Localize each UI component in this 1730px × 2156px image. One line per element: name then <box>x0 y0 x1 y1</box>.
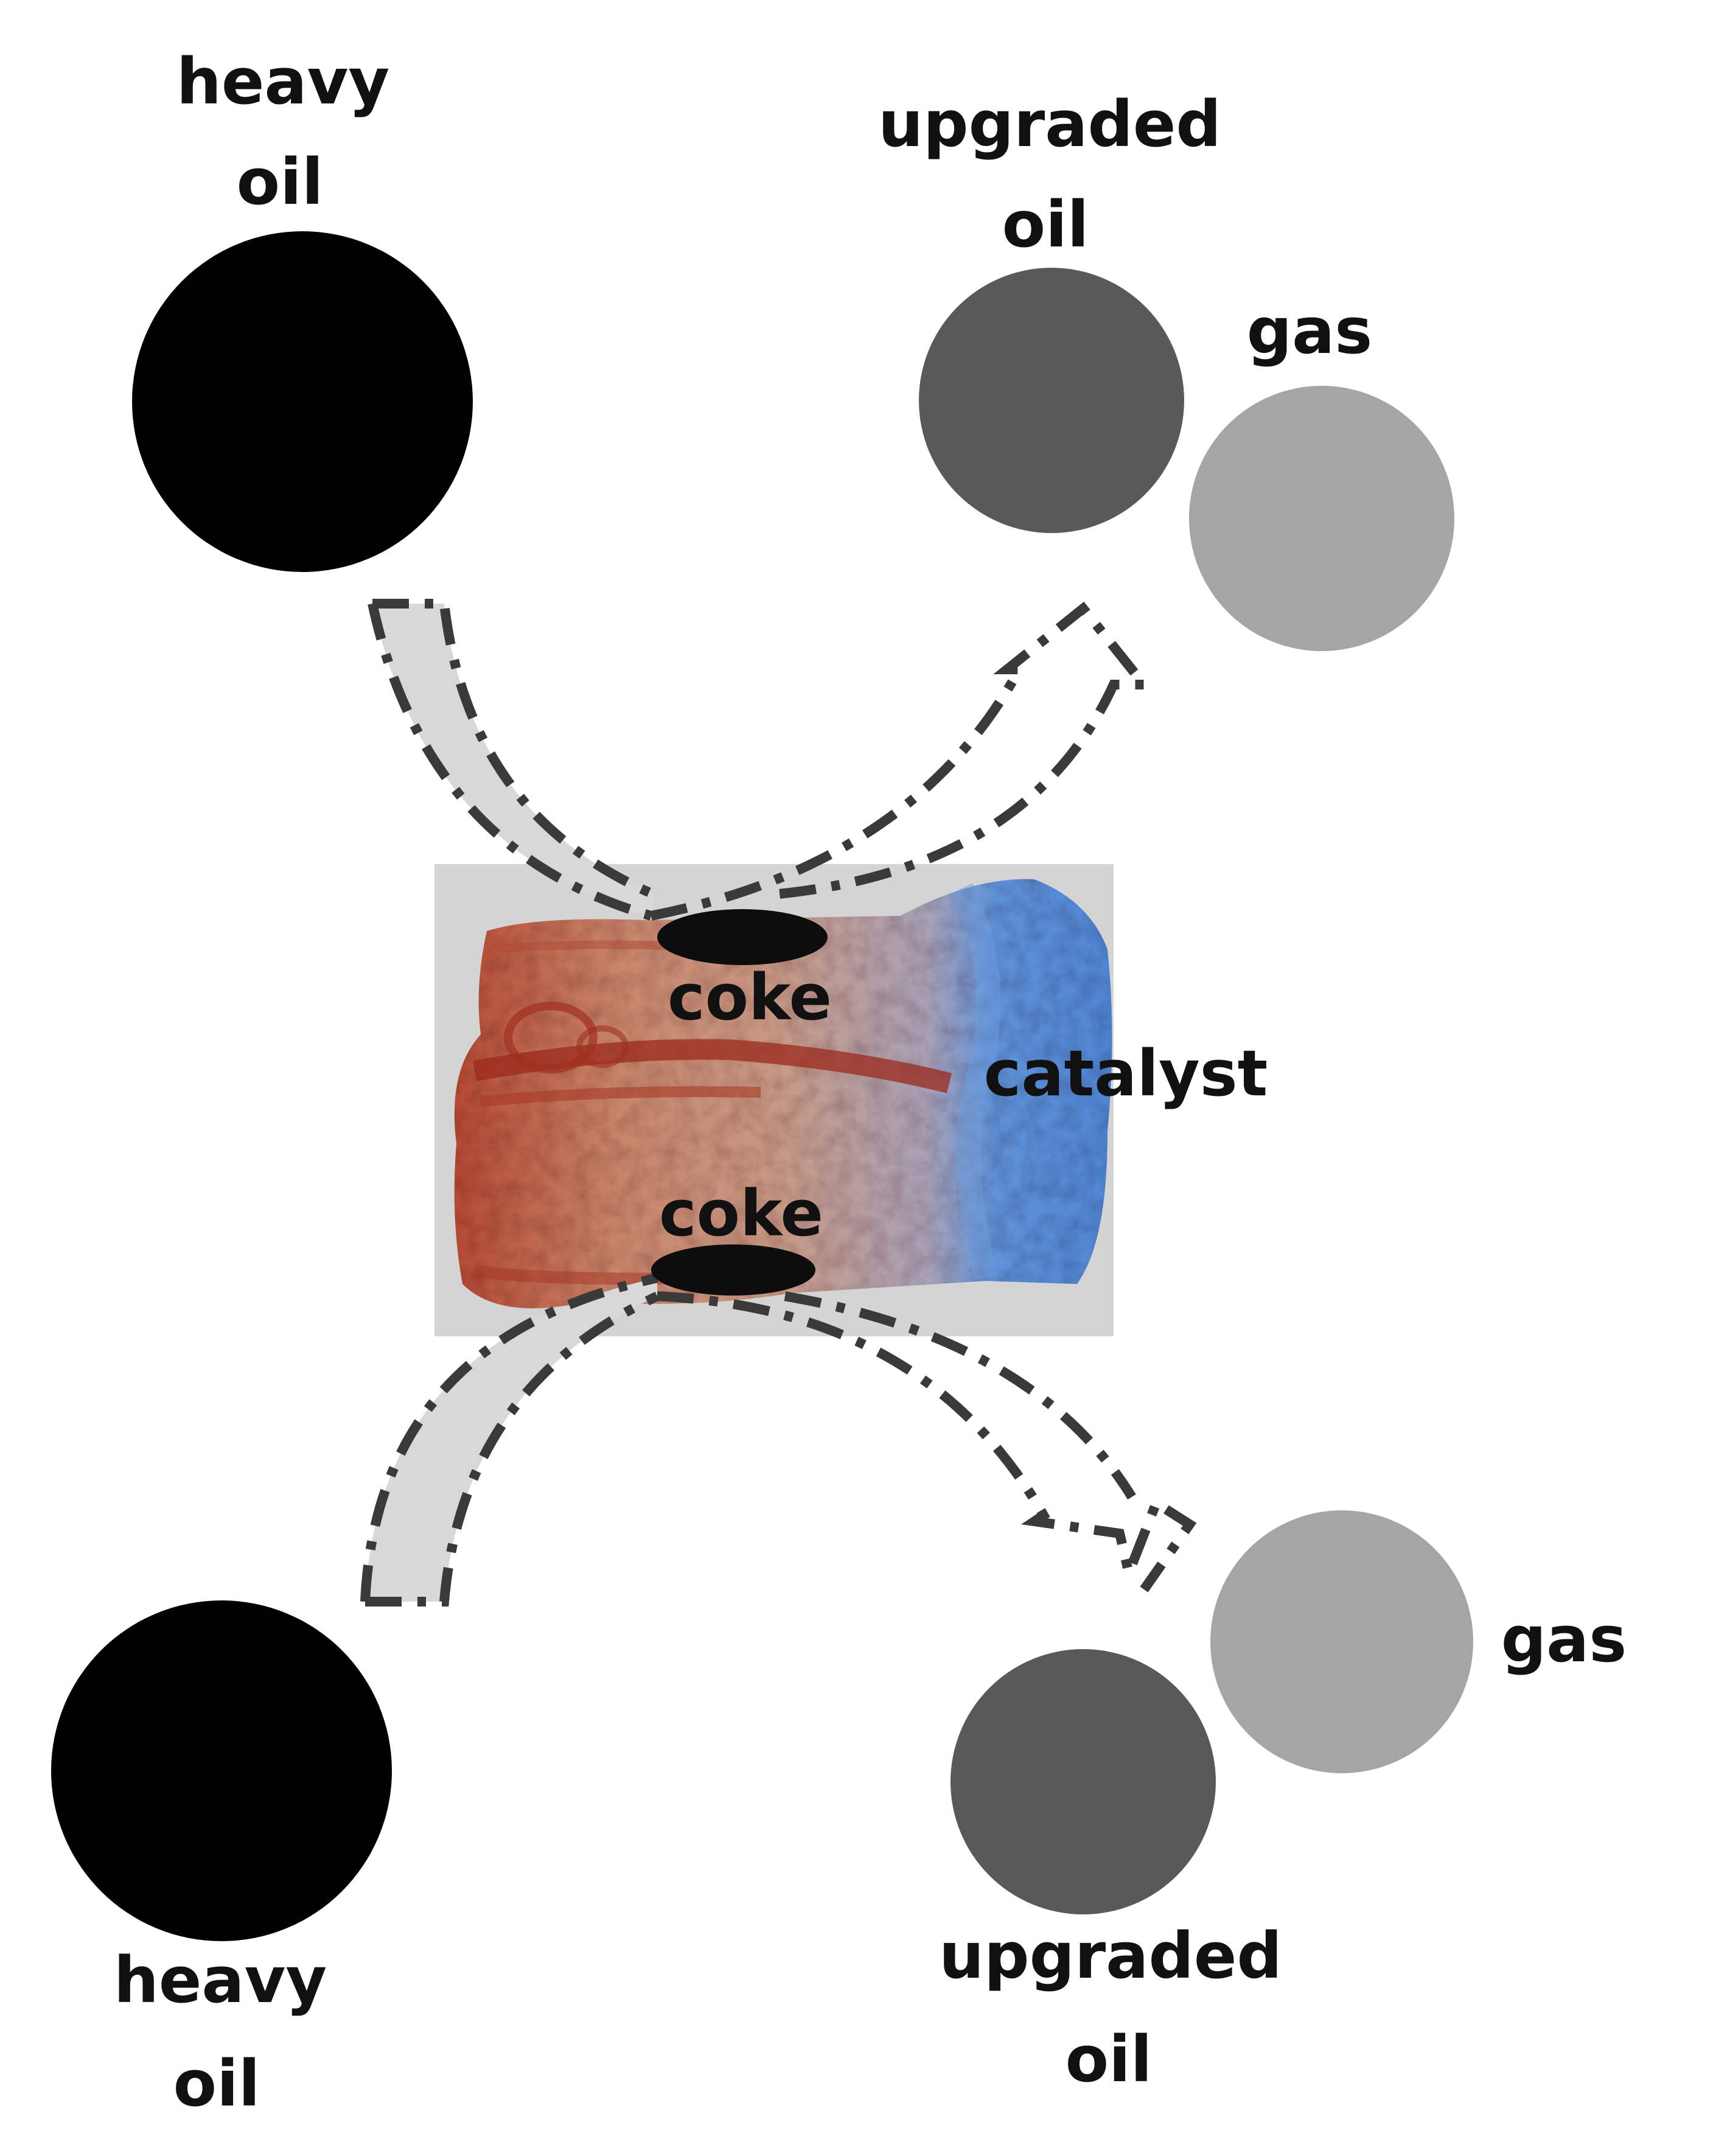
coke-deposit-bottom <box>651 1244 815 1296</box>
label-upgraded-oil-top-2: oil <box>1002 187 1089 262</box>
label-catalyst: catalyst <box>984 1036 1268 1111</box>
label-upgraded-oil-bottom-2: oil <box>1066 2022 1153 2096</box>
upgraded-oil-circle-bottom <box>950 1649 1216 1914</box>
heavy-oil-circle-bottom <box>51 1600 392 1941</box>
label-heavy-oil-bottom-1: heavy <box>114 1943 327 2017</box>
label-heavy-oil-bottom-2: oil <box>173 2046 260 2121</box>
arrow-products-out-bottom <box>657 1291 1197 1593</box>
coke-deposit-top <box>657 909 828 965</box>
label-heavy-oil-top-1: heavy <box>176 44 389 119</box>
label-coke-bottom: coke <box>659 1176 823 1251</box>
arrow-heavy-oil-in-top <box>368 599 657 921</box>
label-heavy-oil-top-2: oil <box>237 145 324 219</box>
arrow-products-out-top <box>650 601 1154 921</box>
label-gas-top: gas <box>1247 294 1373 368</box>
gas-circle-bottom <box>1210 1510 1473 1773</box>
label-upgraded-oil-bottom-1: upgraded <box>939 1919 1282 1993</box>
arrow-heavy-oil-in-bottom <box>360 1273 660 1607</box>
label-upgraded-oil-top-1: upgraded <box>878 87 1221 161</box>
label-gas-bottom: gas <box>1501 1602 1627 1676</box>
gas-circle-top <box>1189 386 1454 651</box>
label-coke-top: coke <box>668 960 832 1034</box>
heavy-oil-circle-top <box>132 231 473 572</box>
upgraded-oil-circle-top <box>919 268 1184 533</box>
